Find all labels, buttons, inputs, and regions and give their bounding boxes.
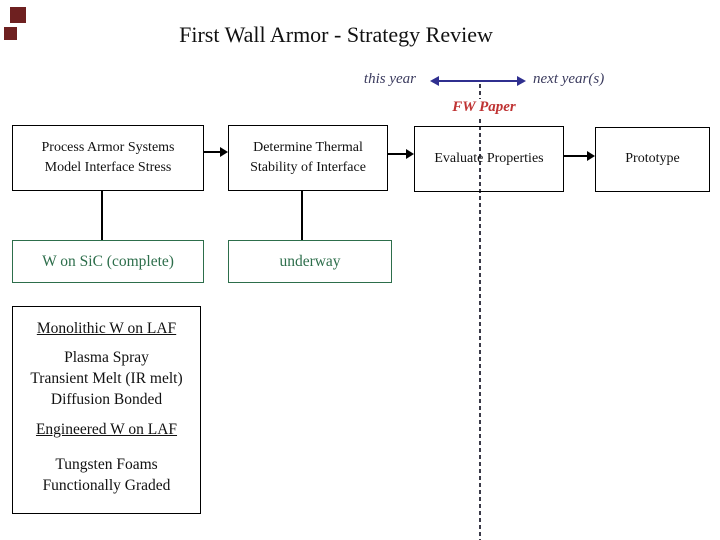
flow-box-determine-thermal: Determine Thermal Stability of Interface [228,125,388,191]
options-box: Monolithic W on LAF Plasma Spray Transie… [12,306,201,514]
flow-box-line: Model Interface Stress [44,160,172,175]
status-box-w-on-sic: W on SiC (complete) [12,240,204,283]
timeline-label-this-year: this year [363,71,416,87]
flow-arrow-3 [564,155,587,157]
milestone-fw-paper: FW Paper [440,99,528,116]
corner-decoration-square-small [4,27,17,40]
connector-line-2 [301,191,303,240]
flow-box-line: Prototype [625,151,680,167]
arrow-right-head-icon [517,76,526,86]
corner-decoration-square-large [10,7,26,23]
flow-box-line: Process Armor Systems [41,139,175,155]
flow-box-line: Determine Thermal [253,139,363,155]
flow-arrow-2-head-icon [406,149,414,159]
connector-line-1 [101,191,103,240]
flow-box-evaluate-properties: Evaluate Properties [414,126,564,192]
options-item: Functionally Graded [42,477,171,494]
flow-box-prototype: Prototype [595,127,710,192]
options-item: Diffusion Bonded [50,391,163,408]
options-item: Tungsten Foams [55,456,158,473]
flow-box-line: Evaluate Properties [434,150,544,166]
timeline-label-next-years: next year(s) [533,71,605,87]
flow-arrow-1-head-icon [220,147,228,157]
status-box-underway: underway [228,240,392,283]
options-heading-engineered: Engineered W on LAF [35,421,178,438]
options-heading-monolithic: Monolithic W on LAF [36,320,177,337]
options-item: Transient Melt (IR melt) [30,370,183,387]
flow-box-process-armor: Process Armor Systems Model Interface St… [12,125,204,191]
flow-box-line: Stability of Interface [250,160,366,175]
timeline-dashed-divider [479,84,481,540]
options-item: Plasma Spray [64,349,149,366]
timeline-double-arrow-icon [430,76,526,86]
slide-title: First Wall Armor - Strategy Review [179,22,493,47]
arrow-left-head-icon [430,76,439,86]
arrow-bar [437,80,519,82]
flow-arrow-1 [204,151,220,153]
flow-arrow-3-head-icon [587,151,595,161]
flow-arrow-2 [388,153,406,155]
